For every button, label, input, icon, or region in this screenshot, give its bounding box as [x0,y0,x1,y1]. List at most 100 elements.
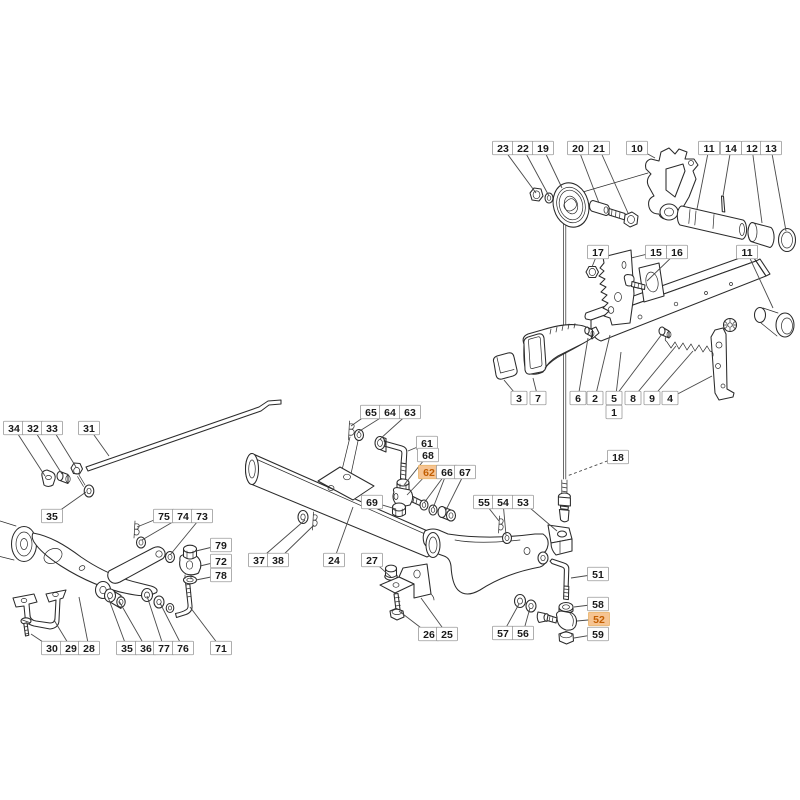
bracket-4 [710,327,735,401]
leader-line-76 [159,602,184,649]
svg-text:78: 78 [215,570,227,582]
leader-line-24 [333,506,354,561]
svg-text:20: 20 [572,143,584,155]
bolt-26 [389,592,405,621]
part-label-54: 54 [492,494,514,510]
part-label-3: 3 [510,390,528,406]
screw-30 [20,617,32,637]
spacer-20 [589,199,610,217]
washer-73 [164,550,176,564]
nut-33 [70,462,86,487]
ball-joint-52 [555,610,578,631]
svg-text:23: 23 [497,143,509,155]
part-label-1: 1 [605,404,623,420]
svg-text:19: 19 [537,143,549,155]
nut-17 [585,265,600,279]
svg-text:14: 14 [725,143,737,155]
part-label-38: 38 [267,552,289,568]
bushing-12 [747,221,775,249]
cable-upper-run [575,172,649,195]
svg-text:66: 66 [441,467,453,479]
svg-text:2: 2 [592,393,598,405]
part-label-51: 51 [587,566,609,582]
part-label-77: 77 [153,640,175,656]
svg-text:18: 18 [612,452,624,464]
part-label-73: 73 [191,508,213,524]
leader-line-13 [770,147,787,232]
part-label-37: 37 [248,552,270,568]
svg-text:65: 65 [365,407,377,419]
leader-line-14 [722,147,732,197]
ratchet-plate-15 [598,249,635,326]
pulley-19 [552,182,590,228]
washers-57-56 [513,593,537,613]
svg-text:33: 33 [46,423,58,435]
part-label-35: 35 [116,640,138,656]
cap-nut-34 [41,469,56,488]
link-plate [317,436,375,501]
svg-text:11: 11 [703,143,714,155]
part-label-35: 35 [41,508,63,524]
part-label-20: 20 [567,140,589,156]
cross-tube-24 [244,452,438,558]
rod-31 [85,399,282,472]
nut-79 [182,544,198,560]
svg-text:6: 6 [575,393,581,405]
ball-joint-62 [392,486,423,507]
nut-58 [558,601,574,614]
svg-text:4: 4 [667,393,673,405]
leader-line-12 [751,147,763,224]
svg-text:30: 30 [46,643,58,655]
part-label-55: 55 [473,494,495,510]
part-label-29: 29 [60,640,82,656]
part-label-17: 17 [587,244,609,260]
ball-joint-72 [179,553,202,580]
part-label-71: 71 [210,640,232,656]
nut-59 [558,630,575,645]
part-label-56: 56 [512,625,534,641]
svg-text:36: 36 [140,643,152,655]
parts-artwork [0,147,797,645]
part-label-6: 6 [569,390,587,406]
cap-3 [492,352,518,380]
part-label-64: 64 [379,404,401,420]
tube-11 [676,205,748,240]
nut-69 [391,502,407,518]
leader-line-23 [502,147,537,194]
part-label-75: 75 [153,508,175,524]
part-label-4: 4 [661,390,679,406]
svg-text:11: 11 [741,247,752,259]
part-label-27: 27 [361,552,383,568]
part-label-19: 19 [532,140,554,156]
leader-line-8 [632,345,677,399]
leader-line-21 [598,147,629,214]
washer-54 [501,531,513,545]
part-label-72: 72 [210,553,232,569]
svg-text:52: 52 [593,614,605,626]
svg-text:17: 17 [592,247,604,259]
svg-text:63: 63 [404,407,416,419]
svg-text:61: 61 [421,438,433,450]
svg-text:64: 64 [384,407,396,419]
washer-64 [353,428,365,442]
svg-text:9: 9 [649,393,655,405]
cam-bracket-10 [645,147,699,221]
part-label-57: 57 [492,625,514,641]
svg-text:54: 54 [497,497,509,509]
washer-35-upper [83,484,95,498]
bracket-25 [379,563,435,601]
svg-text:68: 68 [422,450,434,462]
leader-line-35 [107,596,128,649]
part-label-7: 7 [529,390,547,406]
leader-line-32 [32,427,63,475]
spacer-32 [56,470,71,485]
part-label-5: 5 [605,390,623,406]
svg-text:16: 16 [671,247,683,259]
part-label-2: 2 [586,390,604,406]
cotter-pin-75 [133,520,140,539]
part-label-16: 16 [666,244,688,260]
leader-line-18 [566,456,619,477]
leader-line-77 [146,595,165,649]
svg-text:8: 8 [630,393,636,405]
